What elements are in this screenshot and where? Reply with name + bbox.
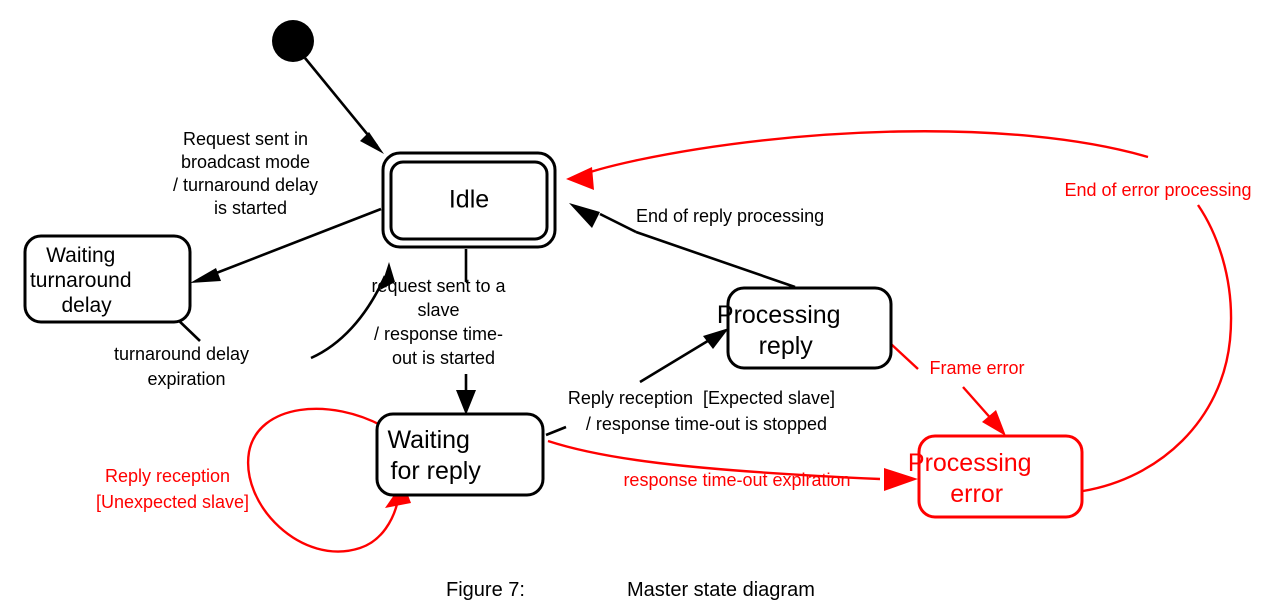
- transition-waiting-for-reply-to-processing-reply-line: [639, 334, 717, 384]
- transition-waiting-for-reply-to-processing-reply: Reply reception [Expected slave] / respo…: [545, 328, 880, 437]
- transition-waiting-for-reply-to-processing-reply-stub: [545, 425, 567, 437]
- transition-processing-reply-to-processing-error-label: Frame error: [929, 358, 1024, 378]
- transition-processing-reply-to-idle: End of reply processing: [569, 203, 824, 289]
- state-processing-reply-border: [726, 286, 893, 370]
- transition-processing-reply-to-idle-arrowhead: [569, 203, 600, 228]
- transition-initial-to-idle-arrowhead: [360, 132, 384, 154]
- figure-caption-label: Figure 7:: [446, 579, 525, 601]
- transition-initial-to-idle: [303, 57, 384, 154]
- transition-processing-error-to-idle-right-arc: [1082, 204, 1233, 493]
- state-waiting-turnaround-delay[interactable]: Waiting turnaround delay: [23, 234, 192, 324]
- transition-idle-to-waiting-turnaround-arrowhead: [190, 268, 221, 283]
- transition-idle-to-waiting-for-reply-label: request sent to a slave / response time-…: [371, 276, 550, 368]
- transition-waiting-for-reply-to-processing-error-label: response time-out expiration: [623, 470, 850, 490]
- state-waiting-for-reply-border: [375, 412, 545, 497]
- transition-waiting-for-reply-to-processing-error-line: [547, 439, 881, 481]
- transition-waiting-for-reply-to-processing-error-arrowhead: [884, 468, 918, 491]
- figure-caption: Figure 7: Master state diagram: [446, 579, 815, 601]
- state-processing-reply-label: Processing reply: [717, 301, 903, 360]
- state-waiting-turnaround-delay-border: [23, 234, 192, 324]
- transition-idle-to-waiting-for-reply-arrowhead: [456, 390, 476, 415]
- transition-waiting-turnaround-to-idle: turnaround delay expiration: [114, 262, 395, 389]
- transition-waiting-for-reply-self-loop-path: [246, 407, 400, 553]
- transition-waiting-turnaround-to-idle-line: [310, 275, 387, 360]
- transition-waiting-turnaround-to-idle-arrowhead: [380, 262, 395, 290]
- state-processing-reply[interactable]: Processing reply: [717, 286, 903, 370]
- transition-idle-to-waiting-turnaround-label: Request sent in broadcast mode / turnaro…: [173, 129, 363, 218]
- transition-idle-to-waiting-turnaround-line: [205, 207, 382, 279]
- transition-processing-reply-to-idle-connector: [599, 212, 637, 234]
- transition-processing-reply-to-idle-label: End of reply processing: [636, 206, 824, 226]
- transition-processing-error-to-idle-label: End of error processing: [1064, 180, 1251, 200]
- transition-processing-error-to-idle-arrowhead: [566, 167, 594, 190]
- state-idle-label: Idle: [449, 186, 489, 214]
- transition-waiting-for-reply-self-loop-label: Reply reception [Unexpected slave]: [96, 466, 284, 512]
- state-idle-inner-border: [389, 160, 549, 241]
- state-processing-error-label: Processing error: [908, 449, 1094, 508]
- transition-waiting-for-reply-to-processing-reply-arrowhead: [703, 328, 729, 349]
- transition-processing-reply-to-processing-error: Frame error: [890, 343, 1025, 436]
- transition-processing-reply-to-idle-line: [635, 230, 796, 289]
- state-initial-pseudostate[interactable]: [272, 20, 314, 62]
- transition-waiting-for-reply-self-loop: Reply reception [Unexpected slave]: [96, 407, 411, 553]
- figure-caption-title: Master state diagram: [627, 579, 815, 601]
- transition-idle-to-waiting-turnaround: Request sent in broadcast mode / turnaro…: [173, 129, 382, 283]
- state-waiting-turnaround-delay-label: Waiting turnaround delay: [30, 244, 184, 317]
- transition-waiting-turnaround-to-idle-label: turnaround delay expiration: [114, 344, 294, 389]
- state-processing-error-border: [917, 434, 1084, 519]
- transition-idle-to-waiting-for-reply: request sent to a slave / response time-…: [371, 249, 550, 415]
- state-processing-error[interactable]: Processing error: [908, 434, 1094, 519]
- transition-processing-reply-to-processing-error-stub: [890, 343, 919, 370]
- initial-state-circle-icon: [272, 20, 314, 62]
- state-waiting-for-reply[interactable]: Waiting for reply: [375, 412, 545, 497]
- state-idle[interactable]: Idle: [381, 151, 557, 249]
- transition-initial-to-idle-line: [303, 57, 379, 147]
- transition-processing-error-to-idle-top-arc: [576, 130, 1149, 179]
- transition-processing-reply-to-processing-error-arrowhead: [982, 410, 1006, 436]
- state-waiting-for-reply-label: Waiting for reply: [388, 426, 533, 485]
- transition-waiting-for-reply-to-processing-error: response time-out expiration: [547, 439, 918, 491]
- transition-waiting-for-reply-to-processing-reply-label: Reply reception [Expected slave] / respo…: [568, 388, 880, 434]
- transition-processing-error-to-idle: End of error processing: [566, 130, 1252, 493]
